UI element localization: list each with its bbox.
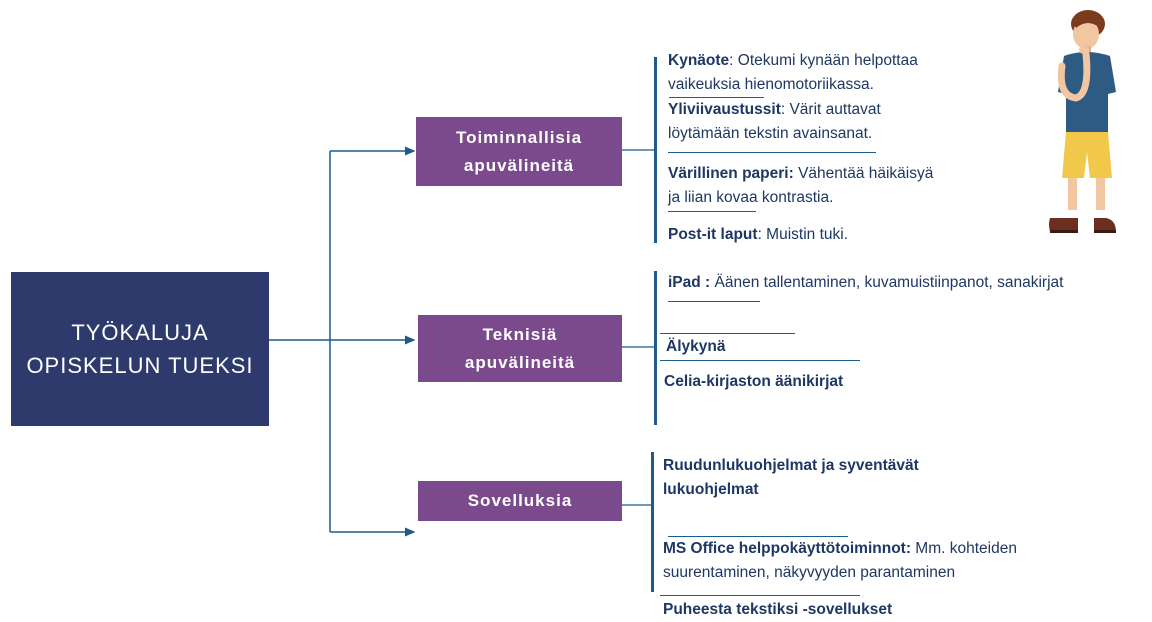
underline	[660, 360, 860, 361]
main-topic-line1: TYÖKALUJA	[71, 320, 209, 345]
category-label-line1: Toiminnallisia	[455, 127, 583, 147]
item-title: Ruudunlukuohjelmat ja syventävät	[663, 457, 919, 474]
item-title: Celia-kirjaston äänikirjat	[664, 373, 844, 390]
main-topic-box: TYÖKALUJA OPISKELUN TUEKSI	[11, 272, 269, 426]
bracket-teknisia	[654, 271, 657, 425]
underline	[660, 595, 860, 596]
item-text: Äänen tallentaminen, kuvamuistiinpanot, …	[710, 274, 1064, 291]
item-text: : Muistin tuki.	[757, 226, 849, 243]
main-topic-line2: OPISKELUN TUEKSI	[26, 353, 254, 378]
item-title: Värillinen paperi:	[668, 165, 794, 182]
item-text-line2: löytämään tekstin avainsanat.	[668, 125, 873, 142]
underline	[660, 333, 795, 334]
item-text-line2: vaikeuksia hienomotoriikassa.	[668, 76, 874, 93]
underline	[668, 152, 876, 153]
item-celia: Celia-kirjaston äänikirjat	[664, 370, 843, 394]
item-puheesta-tekstiksi: Puheesta tekstiksi -sovellukset	[663, 598, 892, 622]
item-title: Yliviivaustussit	[668, 101, 781, 118]
underline	[668, 536, 848, 537]
item-text-line2: suurentaminen, näkyvyyden parantaminen	[663, 564, 956, 581]
item-kynaote: Kynäote: Otekumi kynään helpottaa vaikeu…	[668, 49, 918, 97]
item-text: Vähentää häikäisyä	[793, 165, 934, 182]
item-ipad: iPad : Äänen tallentaminen, kuvamuistiin…	[668, 271, 1063, 295]
item-text: : Värit auttavat	[780, 101, 881, 118]
category-label-line2: apuvälineitä	[464, 352, 576, 372]
item-yliviivaustussit: Yliviivaustussit: Värit auttavat löytämä…	[668, 98, 881, 146]
item-text: Mm. kohteiden	[911, 540, 1017, 557]
item-title: Puheesta tekstiksi -sovellukset	[663, 601, 893, 618]
item-varillinen-paperi: Värillinen paperi: Vähentää häikäisyä ja…	[668, 162, 933, 210]
category-label-line1: Teknisiä	[482, 324, 558, 344]
item-text: : Otekumi kynään helpottaa	[729, 52, 918, 69]
underline	[669, 97, 764, 98]
item-ruudunlukuohjelmat: Ruudunlukuohjelmat ja syventävät lukuohj…	[663, 454, 919, 502]
item-title-line2: lukuohjelmat	[663, 481, 759, 498]
item-post-it: Post-it laput: Muistin tuki.	[668, 223, 848, 247]
item-text-line2: ja liian kovaa kontrastia.	[668, 189, 834, 206]
underline	[668, 211, 756, 212]
item-title: iPad :	[668, 274, 711, 291]
bracket-toiminnallisia	[654, 57, 657, 243]
category-label-line2: apuvälineitä	[463, 155, 575, 175]
item-title: Kynäote	[668, 52, 730, 69]
item-title: MS Office helppokäyttötoiminnot:	[663, 540, 911, 557]
category-toiminnallisia-box: Toiminnallisia apuvälineitä	[416, 117, 622, 186]
item-ms-office: MS Office helppokäyttötoiminnot: Mm. koh…	[663, 537, 1017, 585]
bracket-sovelluksia	[651, 452, 654, 592]
category-sovelluksia-box: Sovelluksia	[418, 481, 622, 521]
thinking-boy-illustration	[1049, 10, 1116, 233]
category-label-line1: Sovelluksia	[467, 491, 573, 510]
item-title: Älykynä	[666, 338, 726, 355]
item-title: Post-it laput	[668, 226, 758, 243]
underline	[668, 301, 760, 302]
item-alykyna: Älykynä	[666, 335, 725, 359]
category-teknisia-box: Teknisiä apuvälineitä	[418, 315, 622, 382]
